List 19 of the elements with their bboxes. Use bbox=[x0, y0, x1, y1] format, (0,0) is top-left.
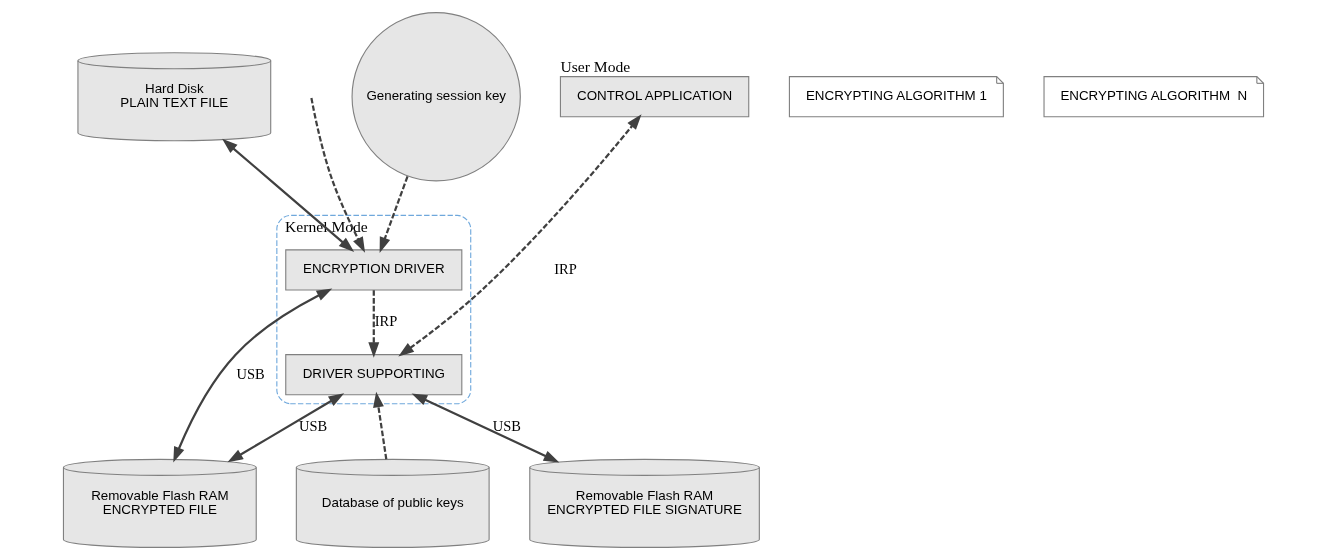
arrow bbox=[222, 138, 355, 253]
arrow bbox=[373, 391, 388, 460]
node-label: User Mode bbox=[560, 58, 631, 76]
arrow bbox=[411, 393, 560, 463]
node-box: DRIVER SUPPORTING bbox=[285, 354, 463, 396]
arrow bbox=[173, 288, 333, 463]
edge-label: IRP bbox=[554, 260, 577, 277]
edge-label: USB bbox=[236, 365, 265, 382]
arrow bbox=[310, 97, 366, 253]
node-box: CONTROL APPLICATION bbox=[559, 76, 750, 118]
edge-label: USB bbox=[492, 417, 522, 434]
node-box: ENCRYPTION DRIVER bbox=[285, 249, 463, 291]
arrow bbox=[398, 114, 642, 357]
arrow bbox=[368, 290, 380, 358]
arrow bbox=[227, 393, 345, 463]
edge-label: IRP bbox=[374, 313, 398, 330]
node-circle: Generating session key bbox=[351, 12, 521, 182]
edge-label: USB bbox=[298, 417, 328, 434]
arrow bbox=[379, 175, 409, 253]
